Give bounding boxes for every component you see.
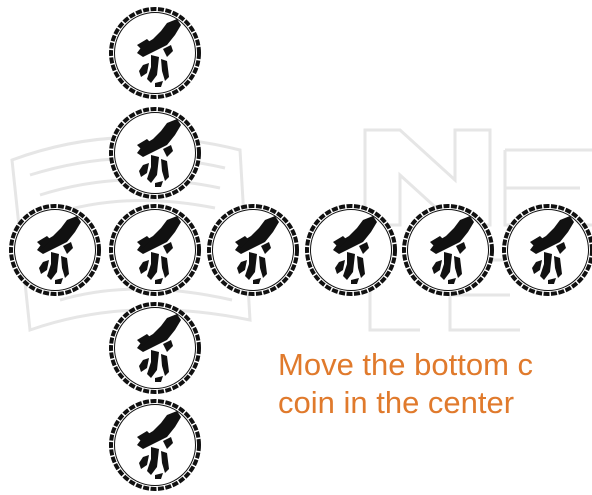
coin-with-figure-icon [502,204,592,296]
coin-column-second[interactable] [107,105,203,201]
coin-row-fourth[interactable] [303,202,399,298]
puzzle-instruction: Move the bottom c coin in the center [278,346,533,422]
coin-with-figure-icon [109,107,201,199]
coin-with-figure-icon [109,204,201,296]
coin-with-figure-icon [109,399,201,491]
coin-with-figure-icon [207,204,299,296]
coin-with-figure-icon [402,204,494,296]
coin-column-fourth[interactable] [107,300,203,396]
coin-column-top[interactable] [107,5,203,101]
coin-row-left[interactable] [7,202,103,298]
coin-with-figure-icon [9,204,101,296]
coin-with-figure-icon [305,204,397,296]
coin-column-bottom[interactable] [107,397,203,493]
coin-row-fifth[interactable] [400,202,496,298]
coin-with-figure-icon [109,7,201,99]
coin-row-third[interactable] [205,202,301,298]
coin-with-figure-icon [109,302,201,394]
coin-row-right[interactable] [500,202,592,298]
instruction-line-1: Move the bottom c [278,347,534,382]
instruction-line-2: coin in the center [278,385,515,420]
coin-center[interactable] [107,202,203,298]
